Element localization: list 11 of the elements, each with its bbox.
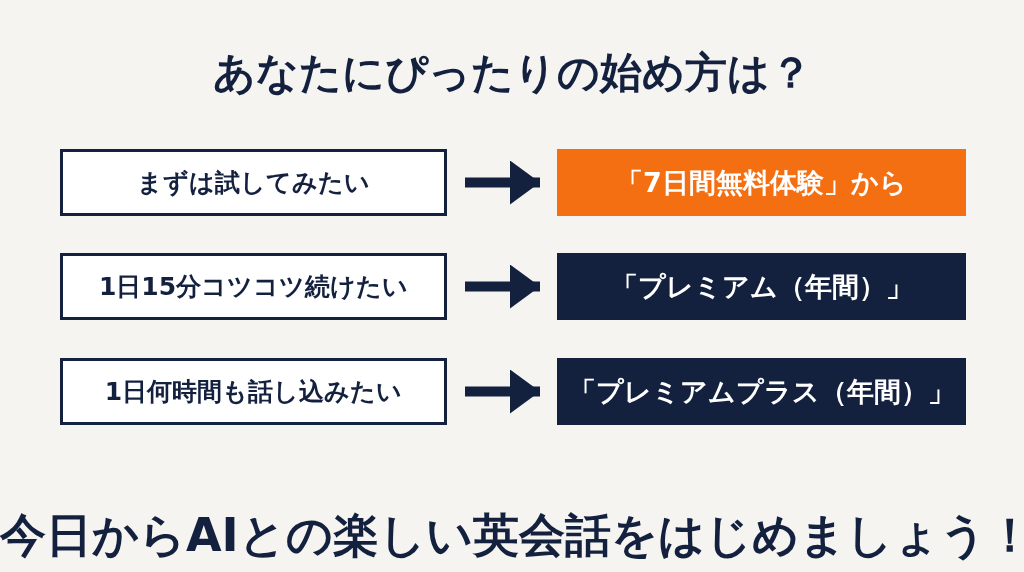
- title: あなたにぴったりの始め方は？: [211, 47, 813, 99]
- question-box: 1日何時間も話し込みたい: [60, 358, 447, 425]
- closing-message: 今日からAIとの楽しい英会話をはじめましょう！: [0, 507, 1024, 564]
- plan-box: 「プレミアムプラス（年間）」: [557, 358, 966, 425]
- arrow: [465, 369, 540, 414]
- question-box: 1日15分コツコツ続けたい: [60, 253, 447, 320]
- plan-box: 「7日間無料体験」から: [557, 149, 966, 216]
- arrow: [465, 264, 540, 309]
- plan-box: 「プレミアム（年間）」: [557, 253, 966, 320]
- arrow: [465, 160, 540, 205]
- question-box: まずは試してみたい: [60, 149, 447, 216]
